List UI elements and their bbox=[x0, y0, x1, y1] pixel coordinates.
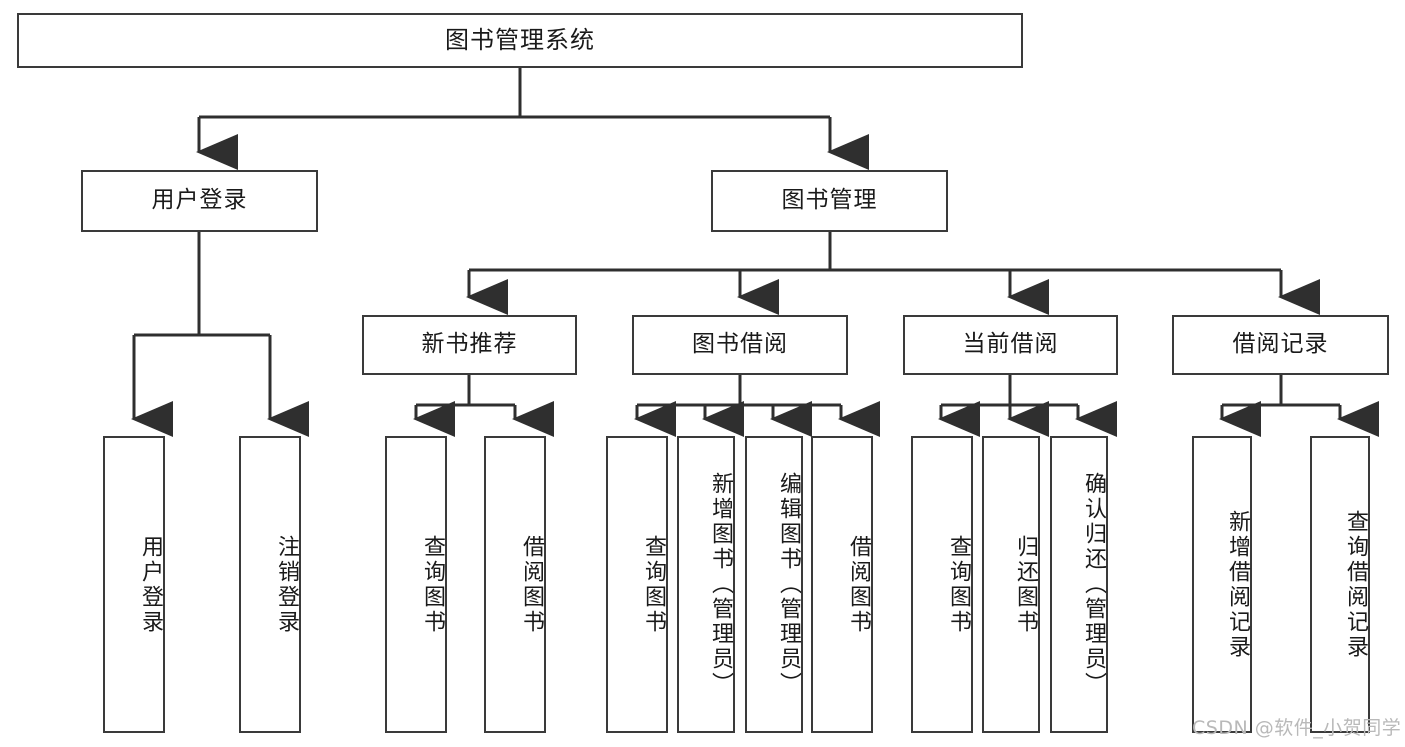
leaf-book-borrow-borrow[interactable]: 借阅图书 bbox=[811, 436, 873, 733]
node-label: 新书推荐 bbox=[421, 331, 518, 358]
node-label: 图书管理 bbox=[781, 187, 878, 214]
leaf-new-book-borrow[interactable]: 借阅图书 bbox=[484, 436, 546, 733]
node-label: 查询图书 bbox=[946, 534, 971, 635]
node-label: 借阅图书 bbox=[519, 534, 544, 635]
leaf-borrow-record-query[interactable]: 查询借阅记录 bbox=[1310, 436, 1370, 733]
node-book-management[interactable]: 图书管理 bbox=[711, 170, 948, 232]
node-label: 当前借阅 bbox=[962, 331, 1059, 358]
watermark-text: CSDN @软件_小贺同学 bbox=[1192, 717, 1402, 739]
node-label: 查询图书 bbox=[641, 534, 666, 635]
node-label: 确认归还（管理员） bbox=[1081, 472, 1106, 697]
node-label: 编辑图书（管理员） bbox=[776, 472, 801, 697]
leaf-borrow-record-add[interactable]: 新增借阅记录 bbox=[1192, 436, 1252, 733]
node-label: 查询图书 bbox=[420, 534, 445, 635]
node-label: 新增图书（管理员） bbox=[708, 472, 733, 697]
leaf-current-borrow-return[interactable]: 归还图书 bbox=[982, 436, 1040, 733]
node-label: 归还图书 bbox=[1013, 534, 1038, 635]
node-label: 用户登录 bbox=[138, 534, 163, 635]
node-book-borrow[interactable]: 图书借阅 bbox=[632, 315, 848, 375]
node-new-book-recommend[interactable]: 新书推荐 bbox=[362, 315, 577, 375]
node-label: 借阅记录 bbox=[1232, 331, 1329, 358]
leaf-book-borrow-add[interactable]: 新增图书（管理员） bbox=[677, 436, 735, 733]
node-label: 注销登录 bbox=[274, 534, 299, 635]
leaf-book-borrow-query[interactable]: 查询图书 bbox=[606, 436, 668, 733]
node-current-borrow[interactable]: 当前借阅 bbox=[903, 315, 1118, 375]
leaf-user-login-logout[interactable]: 注销登录 bbox=[239, 436, 301, 733]
node-label: 图书借阅 bbox=[692, 331, 788, 358]
leaf-current-borrow-query[interactable]: 查询图书 bbox=[911, 436, 973, 733]
node-label: 查询借阅记录 bbox=[1343, 509, 1368, 660]
leaf-book-borrow-edit[interactable]: 编辑图书（管理员） bbox=[745, 436, 803, 733]
leaf-current-borrow-confirm-return[interactable]: 确认归还（管理员） bbox=[1050, 436, 1108, 733]
node-label: 用户登录 bbox=[151, 187, 248, 214]
node-user-login[interactable]: 用户登录 bbox=[81, 170, 318, 232]
node-label: 新增借阅记录 bbox=[1225, 509, 1250, 660]
node-root-system[interactable]: 图书管理系统 bbox=[17, 13, 1023, 68]
node-borrow-record[interactable]: 借阅记录 bbox=[1172, 315, 1389, 375]
leaf-new-book-query[interactable]: 查询图书 bbox=[385, 436, 447, 733]
node-label: 图书管理系统 bbox=[445, 26, 595, 55]
node-label: 借阅图书 bbox=[846, 534, 871, 635]
leaf-user-login-login[interactable]: 用户登录 bbox=[103, 436, 165, 733]
